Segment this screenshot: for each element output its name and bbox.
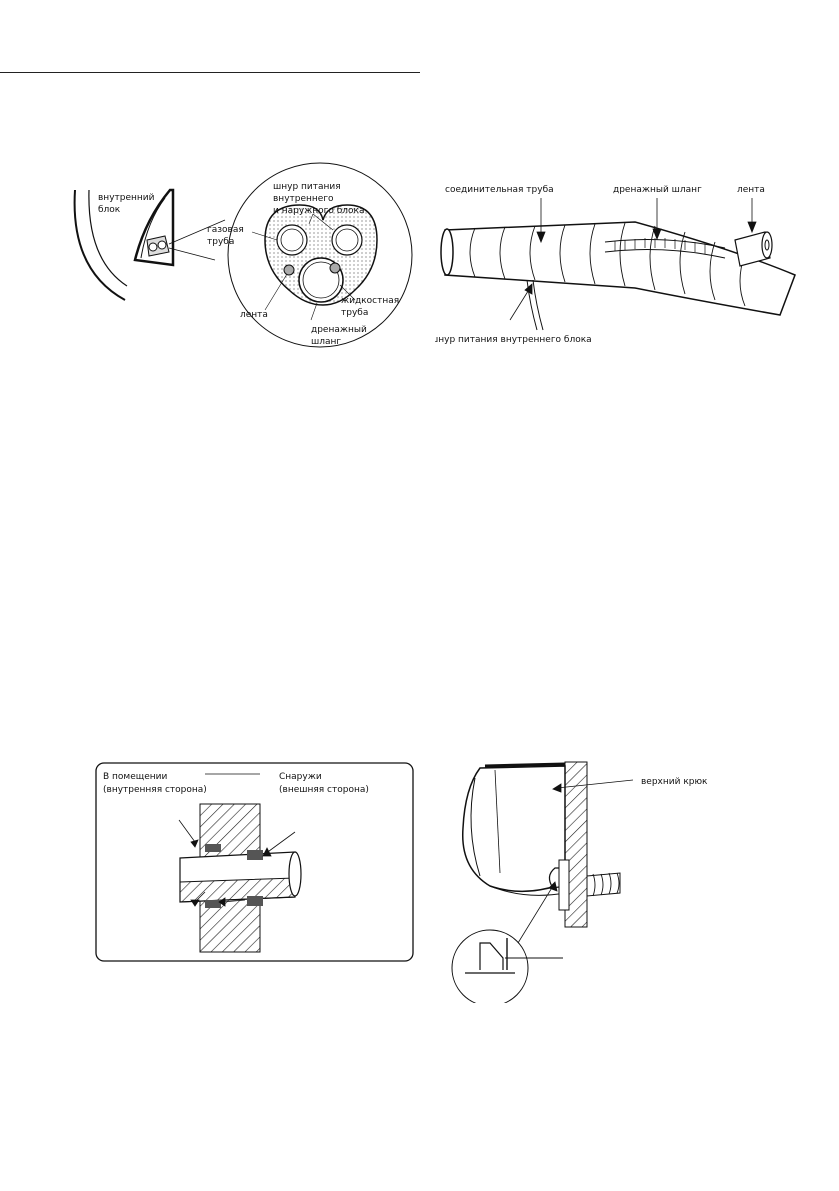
label-gas-pipe-1: газовая [207, 225, 244, 235]
wrapped-pipe-figure: соединительная труба дренажный шланг лен… [435, 185, 796, 345]
label-outdoor-1: Снаружи [279, 772, 322, 782]
label-indoor-1: В помещении [103, 772, 168, 782]
wire-left-icon [283, 264, 295, 276]
label-drain-hose-1: дренажный [311, 325, 367, 335]
label-outdoor-2: (внешняя сторона) [279, 785, 369, 795]
label-gas-pipe-2: труба [207, 237, 234, 247]
label-indoor-power-cord: шнур питания внутреннего блока [435, 335, 592, 345]
label-liquid-pipe-1: жидкостная [341, 296, 399, 306]
label-power-cord-3: и наружного блока [273, 206, 365, 216]
header-rule [0, 72, 420, 73]
label-power-cord-1: шнур питания [273, 182, 341, 192]
label-indoor-2: (внутренняя сторона) [103, 785, 207, 795]
tape-roll-icon [734, 231, 773, 267]
wall-penetration-figure: В помещении (внутренняя сторона) Снаружи… [95, 762, 414, 962]
label-upper-hook: верхний крюк [641, 777, 708, 787]
label-tape: лента [737, 185, 765, 195]
label-drain-hose: дренажный шланг [613, 185, 702, 195]
pipe-bundle-cross-section-figure: внутренний блок шнур питания внутреннего… [73, 162, 413, 348]
label-connecting-pipe: соединительная труба [445, 185, 554, 195]
label-indoor-unit-2: блок [98, 205, 121, 215]
hook-detail-zoom [451, 929, 529, 1003]
label-indoor-unit-1: внутренний [98, 193, 155, 203]
indoor-unit-outline [73, 189, 126, 301]
label-power-cord-2: внутреннего [273, 194, 334, 204]
label-tape: лента [240, 310, 268, 320]
wire-right-icon [329, 262, 341, 274]
wall-mount-hook-figure: верхний крюк [451, 761, 708, 1003]
indoor-unit-body [461, 765, 566, 893]
label-drain-hose-2: шланг [311, 337, 341, 347]
label-liquid-pipe-2: труба [341, 308, 368, 318]
